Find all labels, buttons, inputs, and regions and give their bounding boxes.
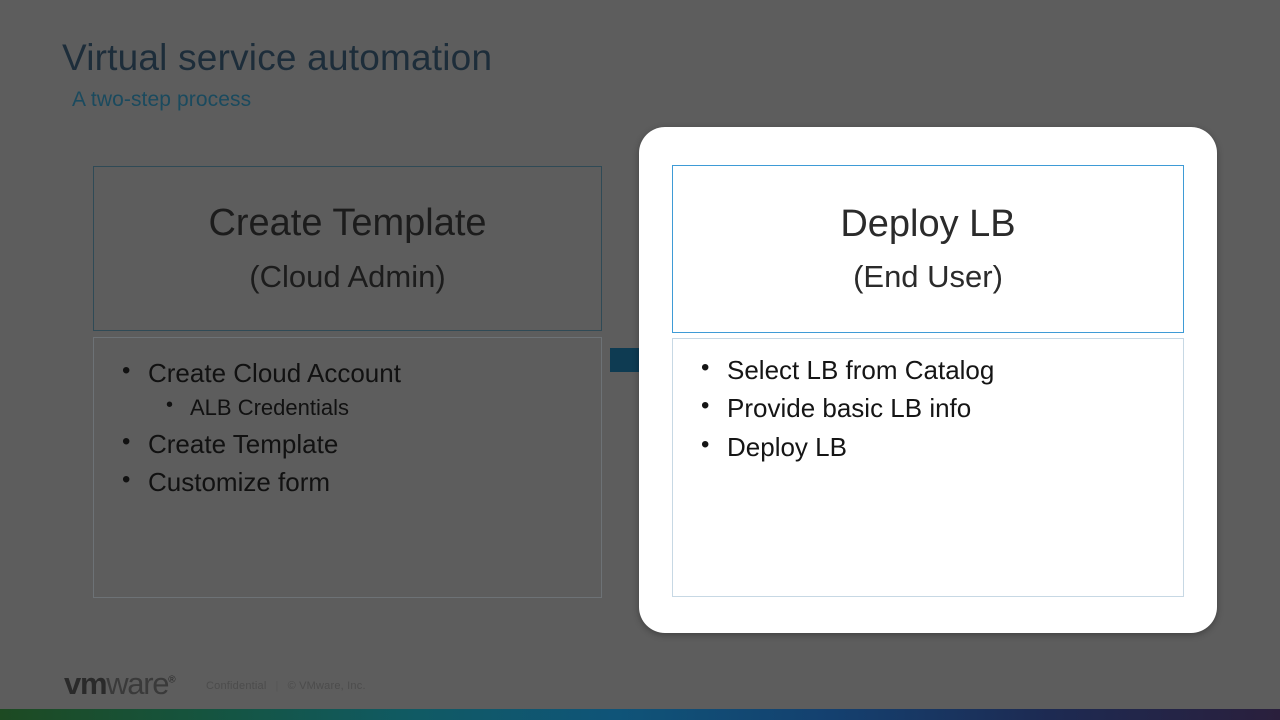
list-item: ALB Credentials [152,391,601,425]
page-subtitle: A two-step process [72,88,252,111]
footer-separator: | [275,680,279,692]
list-item-label: Customize form [148,467,331,498]
list-item: Select LB from Catalog [689,350,1183,389]
list-item: Create Cloud Account [110,353,601,392]
list-item: Create Template [110,424,601,463]
step-deploy-lb-role: (End User) [853,259,1003,295]
list-item-label: Select LB from Catalog [727,355,995,385]
confidential-label: Confidential [206,680,267,692]
list-item: Provide basic LB info [689,388,1183,427]
footer-legal-text: Confidential | © VMware, Inc. [206,680,366,692]
deploy-lb-bullet-list: Select LB from Catalog Provide basic LB … [673,350,1183,466]
create-template-bullet-list: Create Cloud Account ALB Credentials Cre… [94,353,601,502]
brand-gradient-bar [0,709,1280,720]
step-deploy-lb-header: Deploy LB (End User) [672,165,1184,333]
step-create-template-title: Create Template [208,202,487,245]
slide-footer: vmware® Confidential | © VMware, Inc. [0,660,1280,720]
step-create-template-body: Create Cloud Account ALB Credentials Cre… [93,337,602,598]
step-create-template: Create Template (Cloud Admin) Create Clo… [93,166,602,598]
list-item-label: Provide basic LB info [727,393,972,424]
step-deploy-lb: Deploy LB (End User) Select LB from Cata… [639,127,1217,633]
list-item: Deploy LB [689,427,1183,466]
step-create-template-role: (Cloud Admin) [249,258,446,294]
step-deploy-lb-body: Select LB from Catalog Provide basic LB … [672,338,1184,597]
copyright-label: © VMware, Inc. [287,680,366,692]
list-item-label: Create Cloud Account [148,358,401,388]
list-item-label: Deploy LB [727,431,847,462]
list-item: Customize form [110,462,601,501]
vmware-logo-ware: ware [106,666,169,701]
step-deploy-lb-title: Deploy LB [840,202,1016,245]
vmware-logo-vm: vm [64,666,108,701]
list-item-label: ALB Credentials [190,395,349,421]
step-create-template-header: Create Template (Cloud Admin) [93,166,602,331]
list-item-label: Create Template [148,429,339,460]
page-title: Virtual service automation [62,37,493,78]
vmware-logo: vmware® [64,668,176,699]
vmware-logo-trademark: ® [168,674,176,686]
